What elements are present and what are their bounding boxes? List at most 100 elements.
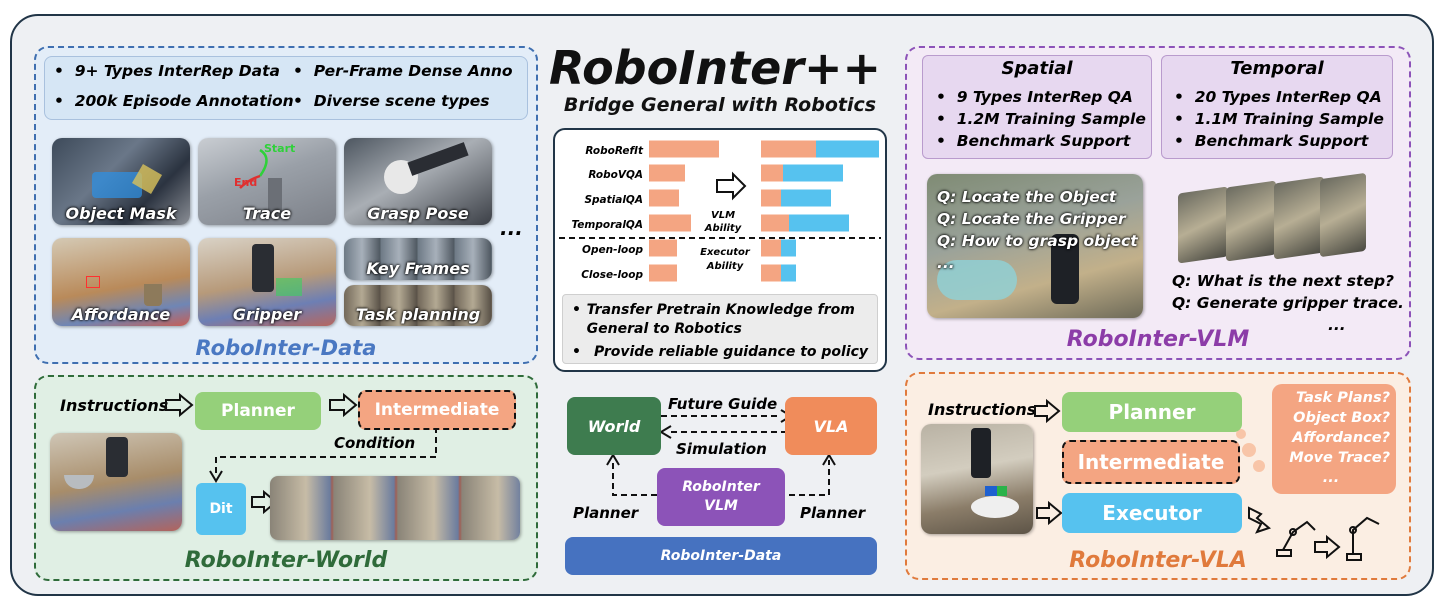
chart-row-label: RoboRefIt	[585, 145, 644, 157]
bar-before	[649, 140, 719, 158]
temporal-frame-4	[1320, 172, 1366, 258]
data-bar: RoboInter-Data	[565, 537, 877, 575]
chart-bullet-2: •Provide reliable guidance to policy	[572, 344, 869, 360]
vla-intermediate-box: Intermediate	[1062, 440, 1240, 484]
photo-label-gripper: Gripper	[232, 305, 302, 324]
vla-instructions-label: Instructions	[928, 400, 1037, 419]
world-input-photo	[50, 433, 182, 531]
bar-before	[649, 164, 685, 182]
spatial-bullets: • 9 Types InterRep QA • 1.2M Training Sa…	[936, 88, 1146, 150]
main-title: RoboInter++	[548, 41, 882, 95]
photo-affordance: Affordance	[52, 238, 190, 326]
data-ellipsis: ...	[500, 216, 523, 240]
planner-right-label: Planner	[800, 504, 866, 522]
world-panel-name: RoboInter-World	[184, 548, 388, 573]
vla-query-text: Task Plans? Object Box? Affordance? Move…	[1289, 390, 1390, 486]
spatial-questions: Q: Locate the Object Q: Locate the Gripp…	[937, 188, 1138, 272]
photo-label-trace: Trace	[242, 204, 292, 223]
data-bullet-box	[44, 56, 528, 120]
bar-after-base	[761, 189, 781, 207]
vla-query-bubble	[1272, 384, 1396, 494]
trace-end-label: End	[234, 176, 257, 189]
world-condition-label: Condition	[334, 434, 416, 452]
vla-robot-arm	[971, 428, 991, 478]
vla-block-green	[997, 486, 1007, 496]
gripper-highlight	[276, 278, 302, 296]
photo-trace: Start End Trace	[198, 138, 336, 225]
ability-bar-chart: RoboRefItRoboVQASpatialQATemporalQAOpen-…	[559, 140, 881, 282]
vla-executor-box: Executor	[1062, 493, 1242, 533]
data-bullet-1: • 9+ Types InterRep Data	[54, 62, 280, 80]
photo-label-affordance: Affordance	[71, 305, 171, 324]
data-panel-name: RoboInter-Data	[195, 336, 377, 360]
chart-row-label: Close-loop	[581, 269, 643, 281]
photo-label-object-mask: Object Mask	[65, 204, 177, 223]
vla-block-blue	[985, 486, 997, 496]
bar-after-base	[761, 164, 783, 182]
bar-after-base	[761, 264, 781, 282]
spatial-card	[922, 55, 1152, 159]
simulation-label: Simulation	[676, 440, 767, 458]
temporal-questions: Q: What is the next step? Q: Generate gr…	[1172, 272, 1404, 334]
vla-panel-name: RoboInter-VLA	[1069, 548, 1247, 573]
photo-key-frames: Key Frames	[344, 238, 492, 280]
executor-ability-label-1: Executor	[700, 247, 751, 258]
chart-bullet-box	[562, 294, 878, 364]
spatial-tray	[937, 260, 1017, 300]
chart-row-label: Open-loop	[582, 244, 643, 256]
robot-arm-icon-1	[1276, 520, 1316, 557]
bar-after-base	[761, 214, 789, 232]
executor-ability-label-2: Ability	[706, 261, 744, 272]
spatial-title: Spatial	[1001, 58, 1073, 79]
chart-bullet-1: •Transfer Pretrain Knowledge from Genera…	[572, 302, 855, 337]
chart-arrow-icon	[716, 171, 747, 201]
temporal-title: Temporal	[1230, 58, 1324, 79]
object-mask-overlay	[92, 172, 142, 198]
vla-planner-box: Planner	[1062, 392, 1242, 432]
world-instructions-label: Instructions	[60, 396, 169, 415]
photo-task-planning: Task planning	[344, 285, 492, 326]
trace-start-label: Start	[264, 142, 295, 155]
photo-grasp-pose: Grasp Pose	[344, 138, 492, 225]
data-bullet-4: • Diverse scene types	[293, 92, 490, 110]
world-planner-box: Planner	[195, 392, 321, 430]
world-bowl	[64, 475, 94, 489]
main-subtitle: Bridge General with Robotics	[563, 94, 877, 116]
gripper-arm	[252, 244, 274, 292]
photo-object-mask: Object Mask	[52, 138, 190, 225]
temporal-frame-2	[1226, 180, 1276, 262]
chart-row-label: RoboVQA	[588, 169, 643, 181]
temporal-frame-1	[1178, 186, 1228, 264]
affordance-cup	[144, 284, 162, 306]
robot-arm-icon-2	[1346, 516, 1380, 561]
temporal-card	[1161, 55, 1393, 159]
trace-overlay: Start End	[234, 142, 295, 218]
vla-connectors	[1034, 398, 1380, 561]
chart-row-label: SpatialQA	[584, 194, 643, 206]
world-robot-arm	[106, 437, 128, 477]
vla-box: VLA	[785, 397, 877, 455]
center-vlm-line-2: VLM	[704, 498, 738, 514]
world-intermediate-box: Intermediate	[358, 390, 516, 430]
dit-box: Dit	[196, 483, 246, 535]
temporal-frame-3	[1274, 176, 1324, 260]
bar-before	[649, 214, 691, 232]
vlm-panel-name: RoboInter-VLM	[1066, 327, 1250, 352]
bar-before	[649, 264, 677, 282]
data-bullet-3: • 200k Episode Annotation	[54, 92, 294, 110]
bar-before	[649, 239, 677, 257]
world-box: World	[567, 397, 661, 455]
photo-label-grasp-pose: Grasp Pose	[367, 204, 469, 223]
center-vlm-line-1: RoboInter	[682, 479, 760, 495]
vlm-ability-label-2: Ability	[704, 223, 742, 234]
bar-after-base	[761, 140, 816, 158]
center-vlm-box: RoboInter VLM	[657, 468, 785, 526]
temporal-bullets: • 20 Types InterRep QA • 1.1M Training S…	[1174, 88, 1384, 150]
vla-plate	[971, 496, 1019, 518]
world-output-frames	[270, 476, 520, 540]
photo-label-key-frames: Key Frames	[366, 259, 470, 278]
vlm-ability-label-1: VLM	[711, 210, 735, 221]
bar-before	[649, 189, 679, 207]
grasp-robot-arm	[407, 142, 469, 176]
spatial-photo	[927, 174, 1143, 318]
